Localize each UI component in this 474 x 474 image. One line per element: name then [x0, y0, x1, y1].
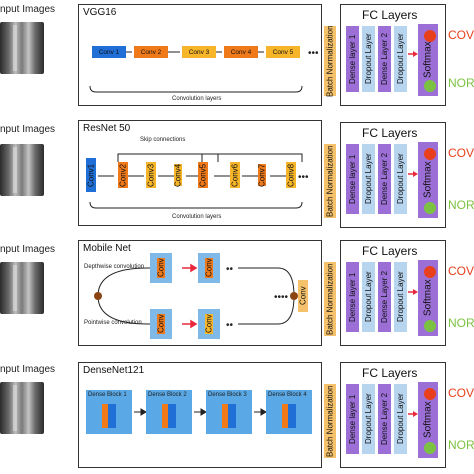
input-images-label: nput Images	[0, 4, 56, 15]
model-title: ResNet 50	[83, 123, 131, 134]
model-title: Mobile Net	[83, 243, 131, 254]
fc-dense-layer-2: Dense Layer 2	[378, 144, 391, 214]
chest-xray-image	[0, 262, 44, 314]
input-images-label: nput Images	[0, 244, 56, 255]
normal-output-dot	[424, 442, 436, 454]
dense-block-3: Dense Block 3	[206, 390, 252, 434]
fc-dropout-layer-1: Dropout Layer	[362, 262, 375, 332]
normal-output-label: NOR	[448, 76, 474, 90]
fc-dropout-layer-1: Dropout Layer	[362, 144, 375, 214]
normal-output-label: NOR	[448, 198, 474, 212]
svg-text:••: ••	[226, 320, 234, 331]
convolution-layers-caption: Convolution layers	[172, 214, 222, 220]
covid-output-label: COVI	[448, 386, 474, 400]
fc-layers-title: FC Layers	[362, 8, 418, 22]
fc-arrow-icon	[408, 171, 418, 177]
svg-text:•••: •••	[308, 48, 319, 59]
fc-dropout-layer-1: Dropout Layer	[362, 384, 375, 454]
fc-arrow-icon	[408, 51, 418, 57]
conv-block-2: Conv	[204, 258, 214, 278]
conv-block-5: Conv 5	[266, 46, 300, 58]
normal-output-dot	[424, 80, 436, 92]
conv-block-4: Conv	[204, 314, 214, 334]
covid-output-label: COVI	[448, 264, 474, 278]
covid-output-dot	[424, 30, 436, 42]
fc-batch-normalization: Batch Normalization	[324, 144, 336, 218]
normal-output-label: NOR	[448, 438, 474, 452]
fc-batch-normalization: Batch Normalization	[324, 262, 336, 336]
conv-block-3: Conv3	[146, 162, 156, 188]
normal-output-dot	[424, 320, 436, 332]
conv-block-4: Conv 4	[224, 46, 258, 58]
skip-connections-label: Skip connections	[140, 137, 186, 143]
svg-text:•••: •••	[298, 172, 309, 183]
depthwise-convolution-label: Depthwise convolution	[84, 264, 145, 270]
conv-block-1: Conv	[156, 258, 166, 278]
svg-text:••••: ••••	[274, 292, 289, 303]
model-title: DenseNet121	[83, 365, 145, 376]
fc-dense-layer-1: Dense layer 1	[346, 384, 359, 454]
svg-text:••: ••	[226, 264, 234, 275]
convolution-layers-caption: Convolution layers	[172, 96, 222, 102]
fc-dense-layer-2: Dense Layer 2	[378, 26, 391, 92]
covid-output-dot	[424, 388, 436, 400]
normal-output-dot	[424, 202, 436, 214]
resnet50-diagram: •••	[89, 153, 309, 209]
conv-block-5: Conv5	[198, 162, 208, 188]
fc-dense-layer-1: Dense layer 1	[346, 144, 359, 214]
input-images-label: nput Images	[0, 124, 56, 135]
conv-block-2: Conv 2	[134, 46, 168, 58]
densenet121-arrows	[134, 408, 267, 416]
fc-batch-normalization: Batch Normalization	[324, 25, 336, 97]
fc-dense-layer-2: Dense Layer 2	[378, 262, 391, 332]
model-title: VGG16	[83, 7, 117, 18]
conv-block-3: Conv	[156, 314, 166, 334]
fc-layers-title: FC Layers	[362, 366, 418, 380]
conv-block-1: Conv 1	[92, 46, 126, 58]
dense-block-4: Dense Block 4	[266, 390, 312, 434]
fc-layers-title: FC Layers	[362, 126, 418, 140]
conv-block-2: Conv2	[118, 162, 128, 188]
pointwise-convolution-label: Pointwise convolution	[84, 320, 142, 326]
fc-dense-layer-1: Dense layer 1	[346, 26, 359, 92]
normal-output-label: NOR	[448, 316, 474, 330]
covid-output-label: COVI	[448, 28, 474, 42]
conv-block-7: Conv7	[257, 163, 267, 187]
chest-xray-image	[0, 144, 44, 196]
input-images-label: nput Images	[0, 364, 56, 375]
dense-block-1: Dense Block 1	[86, 390, 132, 434]
conv-block-8: Conv8	[286, 162, 296, 188]
fc-batch-normalization: Batch Normalization	[324, 384, 336, 458]
covid-output-dot	[424, 266, 436, 278]
mobilenet-diagram: •• •• ••••	[94, 263, 298, 331]
chest-xray-image	[0, 22, 44, 74]
fc-dense-layer-1: Dense layer 1	[346, 262, 359, 332]
chest-xray-image	[0, 382, 44, 434]
covid-output-dot	[424, 148, 436, 160]
conv-block-1: Conv1	[86, 158, 96, 192]
conv-block-5: Conv	[298, 280, 308, 312]
dense-block-2: Dense Block 2	[146, 390, 192, 434]
fc-arrow-icon	[408, 411, 418, 417]
conv-block-3: Conv 3	[182, 46, 216, 58]
fc-arrow-icon	[408, 289, 418, 295]
fc-layers-title: FC Layers	[362, 244, 418, 258]
covid-output-label: COVI	[448, 146, 474, 160]
conv-block-6: Conv6	[230, 162, 240, 188]
fc-dropout-layer-1: Dropout Layer	[362, 26, 375, 92]
fc-dense-layer-2: Dense Layer 2	[378, 384, 391, 454]
conv-block-4: Conv4	[173, 163, 183, 187]
vgg16-arrows: •••	[89, 48, 319, 93]
